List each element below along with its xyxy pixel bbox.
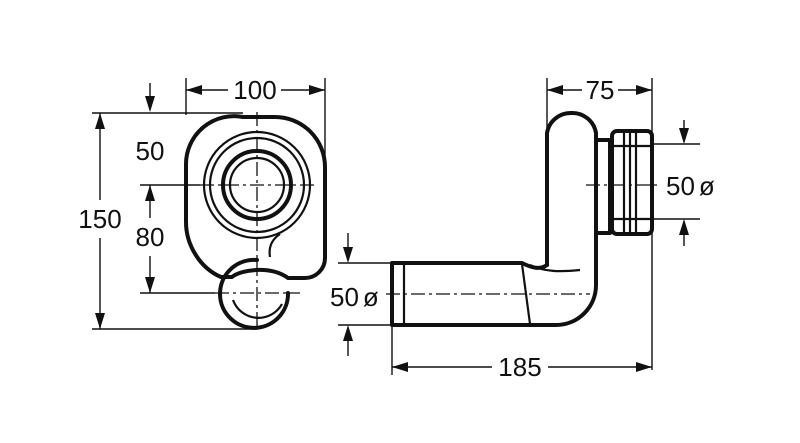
arrow-inlet-top <box>343 247 353 263</box>
arrow-75-left <box>547 85 563 95</box>
inlet-pipe <box>390 261 549 327</box>
arrow-bottom <box>95 313 105 329</box>
bottom-outlet-circle <box>218 257 291 330</box>
vertical-body <box>528 110 598 327</box>
side-view <box>386 110 660 327</box>
pipe-dia-front-label: 50 <box>136 136 165 166</box>
length-side-label: 185 <box>498 352 541 382</box>
elbow-upper <box>529 264 581 273</box>
arrow-center-top <box>145 185 155 201</box>
width-front-label: 100 <box>233 75 276 105</box>
center-distance-label: 80 <box>136 222 165 252</box>
arrow-inlet-bottom <box>343 325 353 341</box>
outlet-neck <box>268 233 281 258</box>
arrow-75-right <box>636 85 652 95</box>
arrow-left <box>186 85 202 95</box>
width-side-label: 75 <box>586 75 615 105</box>
outlet-ring-1 <box>594 138 612 235</box>
arrow-outlet-top <box>679 128 689 144</box>
arrow-center-bottom <box>145 277 155 293</box>
siphon-body-outline <box>183 114 327 280</box>
arrow-185-right <box>636 362 652 372</box>
inlet-pipe-joint <box>520 263 532 325</box>
arrow-185-left <box>392 362 408 372</box>
front-view <box>183 112 327 330</box>
arrow-right <box>309 85 325 95</box>
height-total-label: 150 <box>78 204 121 234</box>
arrow-outlet-bottom <box>679 219 689 235</box>
front-dimensions: 100 150 50 80 <box>78 75 326 330</box>
outlet-inner-arc <box>231 299 283 319</box>
arrow-top <box>95 113 105 129</box>
pipe-dia-indicator-arrow <box>145 96 155 112</box>
